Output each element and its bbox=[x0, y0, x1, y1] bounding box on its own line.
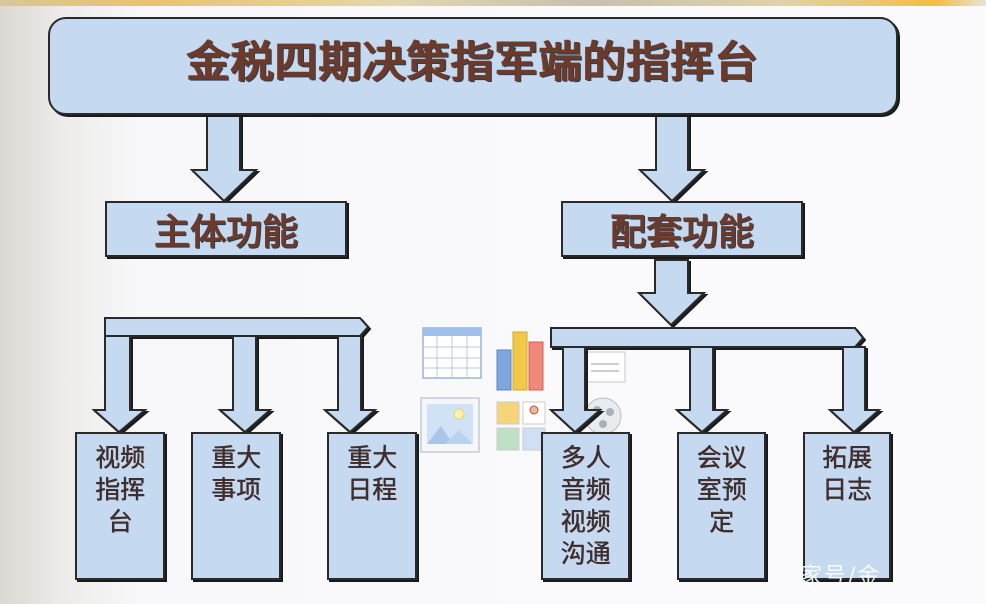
leaf-line: 音频 bbox=[560, 475, 611, 504]
leaf-meeting-room-booking: 会议 室预 定 bbox=[677, 432, 766, 580]
leaf-major-matters: 重大 事项 bbox=[191, 432, 281, 580]
diagram-title-box: 金税四期决策指军端的指挥台 bbox=[48, 17, 898, 115]
branch-bar-main bbox=[104, 317, 370, 337]
branch-bar-support bbox=[550, 327, 865, 348]
arrow-title-to-main bbox=[189, 113, 259, 203]
section-support-label: 配套功能 bbox=[609, 212, 754, 253]
leaf-line: 重大 bbox=[210, 443, 261, 472]
leaf-video-command: 视频 指挥 台 bbox=[75, 432, 165, 580]
leaf-line: 会议 bbox=[696, 443, 747, 472]
arrow-support-to-branch bbox=[636, 259, 707, 327]
decorative-icons bbox=[420, 327, 626, 453]
leaf-line: 视频 bbox=[560, 507, 611, 536]
leaf-multi-av-communication: 多人 音频 视频 沟通 bbox=[541, 432, 630, 580]
leaf-line: 多人 bbox=[560, 443, 611, 472]
section-main-label: 主体功能 bbox=[153, 212, 298, 253]
leaf-line: 日程 bbox=[346, 475, 397, 504]
leaf-line: 日志 bbox=[821, 475, 872, 504]
picture-icon bbox=[420, 397, 480, 453]
leaf-line: 重大 bbox=[346, 443, 397, 472]
leaf-line: 拓展 bbox=[821, 443, 872, 472]
clip-art-icon bbox=[496, 401, 546, 451]
leaf-major-schedule: 重大 日程 bbox=[327, 432, 417, 580]
film-reel-icon bbox=[584, 397, 622, 435]
leaf-line: 事项 bbox=[210, 475, 261, 504]
arrow-main-2 bbox=[217, 335, 273, 434]
leaf-line: 室预 bbox=[696, 475, 747, 504]
section-main-box: 主体功能 bbox=[105, 201, 347, 257]
arrow-main-3 bbox=[322, 335, 378, 434]
leaf-line: 沟通 bbox=[560, 539, 611, 568]
leaf-line: 台 bbox=[107, 507, 133, 536]
diagram-title: 金税四期决策指军端的指挥台 bbox=[187, 38, 759, 88]
arrow-support-1 bbox=[548, 346, 603, 434]
leaf-line: 指挥 bbox=[94, 475, 145, 504]
arrow-title-to-support bbox=[637, 113, 707, 203]
arrow-support-2 bbox=[674, 346, 730, 434]
leaf-line: 定 bbox=[708, 507, 734, 536]
top-strip bbox=[0, 0, 986, 6]
bar-chart-icon bbox=[496, 331, 544, 391]
leaf-extension-log: 拓展 日志 bbox=[803, 432, 891, 580]
table-icon bbox=[422, 327, 482, 379]
watermark: 家号/金 bbox=[800, 564, 882, 589]
arrow-support-3 bbox=[827, 346, 882, 434]
arrow-main-1 bbox=[91, 335, 148, 434]
section-support-box: 配套功能 bbox=[561, 201, 803, 257]
leaf-line: 视频 bbox=[94, 443, 145, 472]
